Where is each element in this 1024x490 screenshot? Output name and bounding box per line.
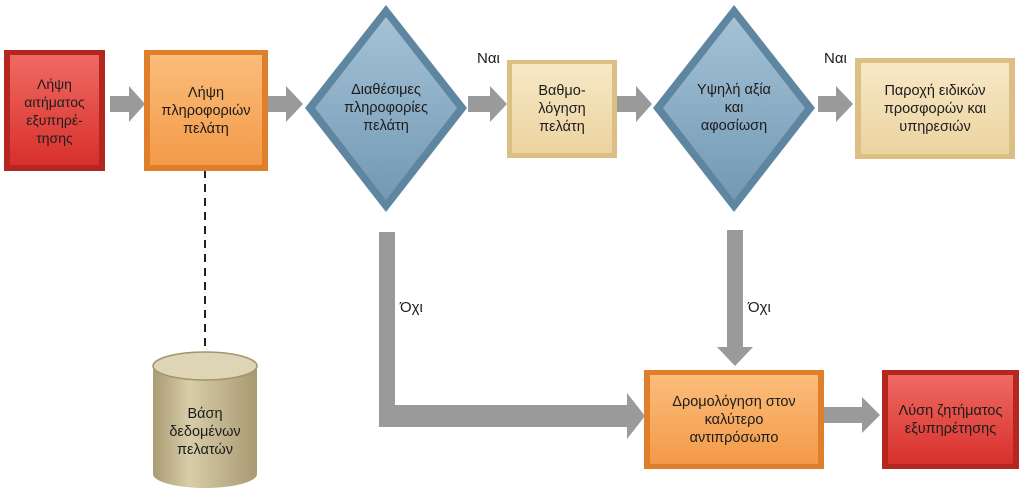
edge-label-no-2: Όχι bbox=[748, 299, 771, 316]
box-resolution bbox=[882, 370, 1019, 469]
edge-label-yes-2: Ναι bbox=[824, 50, 847, 67]
arrow-request-to-info bbox=[110, 86, 145, 122]
arrow-diamond1-to-rating bbox=[468, 86, 507, 122]
box-customer-info bbox=[144, 50, 268, 171]
arrow-info-to-diamond1 bbox=[268, 86, 303, 122]
diamond-info-available bbox=[305, 5, 467, 212]
box-routing bbox=[644, 370, 824, 469]
arrow-diamond2-to-offers bbox=[818, 86, 853, 122]
box-request bbox=[4, 50, 105, 171]
diamond-high-value bbox=[653, 5, 815, 212]
arrow-no-path-2 bbox=[717, 230, 753, 366]
box-special-offers bbox=[855, 58, 1015, 159]
arrow-rating-to-diamond2 bbox=[617, 86, 652, 122]
arrow-no-path-1 bbox=[379, 232, 645, 439]
edge-label-no-1: Όχι bbox=[400, 299, 423, 316]
box-rating bbox=[507, 60, 617, 158]
arrow-routing-to-resolution bbox=[824, 397, 880, 433]
database-cylinder bbox=[152, 351, 258, 488]
edge-label-yes-1: Ναι bbox=[477, 50, 500, 67]
